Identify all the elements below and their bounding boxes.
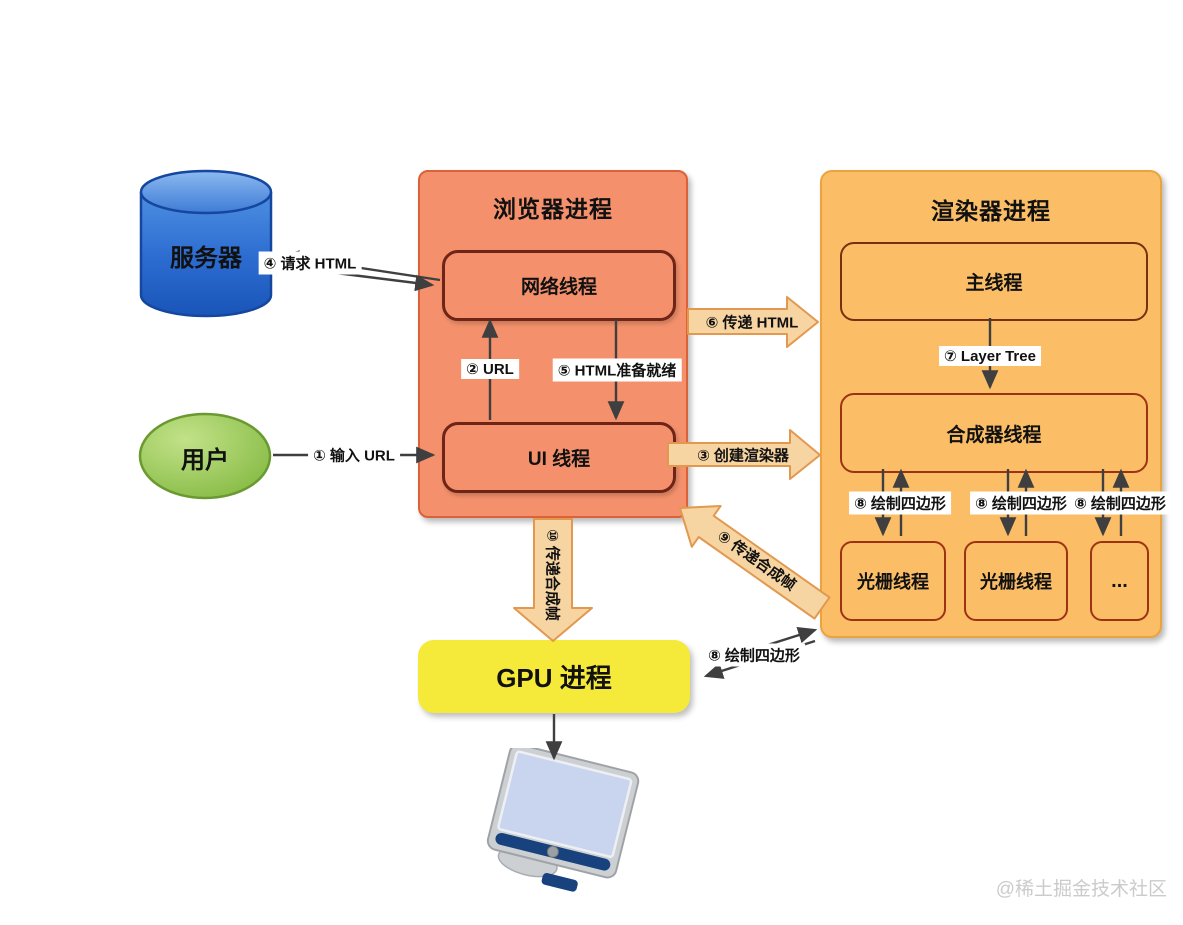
label-step4: ④ 请求 HTML	[258, 251, 362, 275]
label-step8-raster-2: ⑧ 绘制四边形	[970, 491, 1072, 515]
monitor-icon	[486, 743, 640, 892]
user-ellipse-icon	[138, 412, 272, 500]
raster-thread-2-box: 光栅线程	[964, 541, 1068, 621]
browser-process-title: 浏览器进程	[493, 196, 613, 222]
gpu-process-box: GPU 进程	[418, 640, 690, 713]
renderer-process-box: 渲染器进程 主线程 合成器线程 光栅线程 光栅线程 ...	[820, 170, 1162, 638]
monitor-node	[485, 743, 645, 918]
label-step8-gpu: ⑧ 绘制四边形	[703, 643, 805, 667]
main-thread-label: 主线程	[965, 273, 1023, 294]
server-node: 服务器	[138, 168, 274, 320]
label-step8-raster-3: ⑧ 绘制四边形	[1069, 491, 1171, 515]
watermark: @稀土掘金技术社区	[995, 879, 1167, 900]
label-step5: ⑤ HTML准备就绪	[552, 358, 682, 382]
label-step8-raster-1: ⑧ 绘制四边形	[849, 491, 951, 515]
gpu-process-label: GPU 进程	[496, 663, 612, 693]
ui-thread-box: UI 线程	[442, 422, 676, 493]
server-label: 服务器	[170, 245, 242, 272]
label-step6: ⑥ 传递 HTML	[705, 314, 799, 332]
browser-process-box: 浏览器进程 网络线程 UI 线程	[418, 170, 688, 518]
raster-thread-1-box: 光栅线程	[840, 541, 946, 621]
raster-thread-1-label: 光栅线程	[857, 572, 929, 592]
user-label: 用户	[181, 447, 229, 474]
user-node: 用户	[137, 411, 273, 501]
more-threads-label: ...	[1111, 569, 1128, 592]
label-step1: ① 输入 URL	[308, 443, 400, 467]
renderer-process-title: 渲染器进程	[931, 198, 1051, 224]
database-cylinder-icon	[139, 169, 273, 318]
label-step3: ③ 创建渲染器	[697, 447, 789, 465]
ui-thread-label: UI 线程	[527, 449, 591, 470]
compositor-thread-box: 合成器线程	[840, 393, 1148, 473]
label-step10: ⑩ 传递合成帧	[543, 529, 561, 621]
label-step7: ⑦ Layer Tree	[939, 346, 1041, 366]
network-thread-label: 网络线程	[520, 277, 597, 298]
raster-thread-2-label: 光栅线程	[980, 572, 1052, 592]
network-thread-box: 网络线程	[442, 250, 676, 321]
label-step9: ⑨ 传递合成帧	[713, 527, 799, 595]
more-threads-box: ...	[1090, 541, 1149, 621]
label-step2: ② URL	[461, 359, 519, 379]
main-thread-box: 主线程	[840, 242, 1148, 321]
compositor-thread-label: 合成器线程	[946, 424, 1042, 446]
